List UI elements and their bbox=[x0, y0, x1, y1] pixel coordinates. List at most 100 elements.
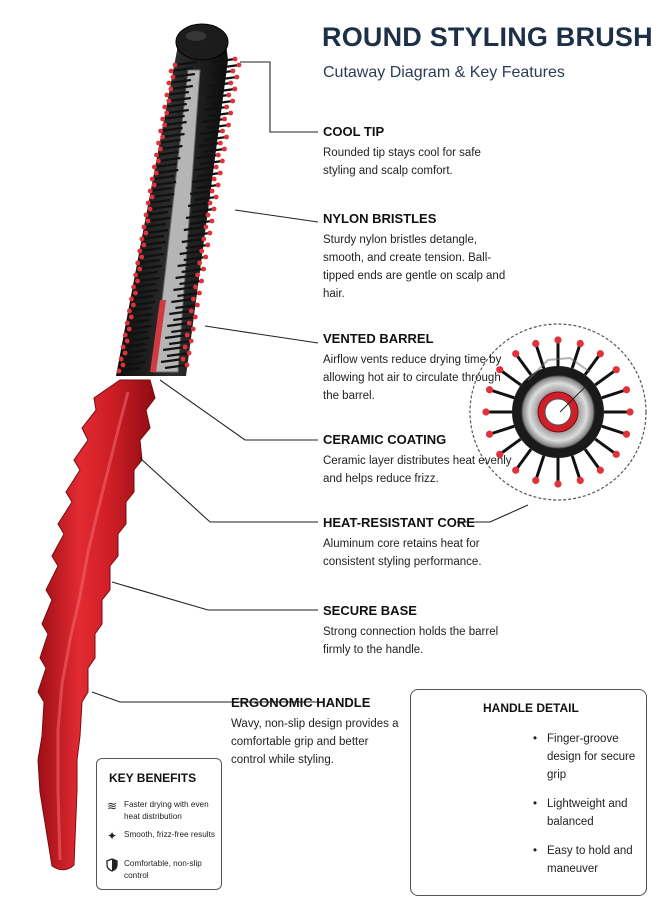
cross-section-detail bbox=[469, 323, 647, 501]
feature-nylon-bristles: NYLON BRISTLES Sturdy nylon bristles det… bbox=[323, 211, 513, 303]
bristle bbox=[204, 105, 227, 112]
bristle-tip bbox=[158, 146, 163, 152]
bristle-tip bbox=[217, 170, 223, 176]
bristle-tip bbox=[203, 254, 209, 260]
bristle bbox=[160, 357, 184, 364]
bristle-tip bbox=[120, 344, 126, 350]
bristle-tip bbox=[124, 320, 130, 326]
bristle-tip bbox=[126, 326, 132, 332]
bristle-tip bbox=[172, 62, 178, 68]
bristle bbox=[170, 66, 194, 73]
bristle bbox=[133, 282, 156, 289]
cross-section-bristle bbox=[594, 368, 618, 387]
bristle-tip bbox=[188, 338, 194, 344]
bristle bbox=[165, 333, 188, 340]
bristle-tip bbox=[232, 56, 238, 62]
bristle bbox=[125, 330, 148, 337]
bristle-tip bbox=[164, 110, 170, 116]
benefit-text: Comfortable, non-slip control bbox=[124, 859, 202, 880]
bristle bbox=[139, 246, 162, 253]
benefit-item: Comfortable, non-slip control bbox=[103, 858, 219, 882]
bristle bbox=[133, 300, 156, 307]
bristle-tip bbox=[122, 332, 128, 338]
bristle-tip bbox=[156, 140, 161, 146]
bristle-tip bbox=[186, 320, 192, 326]
cross-section-bristle-tip bbox=[482, 408, 490, 416]
cross-section-bristle bbox=[583, 448, 602, 472]
bristle-tip bbox=[131, 302, 136, 308]
bristle bbox=[137, 258, 160, 265]
bristle-tip bbox=[205, 212, 211, 218]
cross-section-bristle-tip bbox=[626, 408, 634, 416]
bristle-tip bbox=[158, 128, 164, 134]
cross-section-bristle-tip bbox=[554, 336, 562, 344]
bristle-tip bbox=[151, 164, 157, 170]
bristle bbox=[164, 363, 188, 370]
bristle bbox=[183, 225, 207, 232]
feature-heading: CERAMIC COATING bbox=[323, 432, 447, 447]
bristle-tip bbox=[222, 146, 227, 152]
bristle-tip bbox=[228, 110, 234, 116]
bristle bbox=[166, 108, 189, 115]
feature-description: Ceramic layer distributes heat evenly an… bbox=[323, 455, 512, 485]
bristle bbox=[196, 153, 219, 160]
bristle-tip bbox=[230, 68, 236, 74]
bristle bbox=[143, 240, 166, 247]
cross-section-bristle-tip bbox=[612, 450, 620, 458]
bristle bbox=[208, 111, 231, 118]
cross-section-bristle-tip bbox=[485, 386, 494, 394]
bristle-tip bbox=[224, 134, 229, 140]
bristle bbox=[129, 324, 152, 331]
bristle bbox=[200, 129, 223, 136]
bristle-tip bbox=[184, 362, 190, 368]
bristle bbox=[173, 285, 196, 292]
bristle bbox=[206, 123, 229, 130]
bristle-tip bbox=[224, 104, 230, 110]
benefit-text: Faster drying with even heat distributio… bbox=[124, 800, 209, 821]
bristle-tip bbox=[195, 272, 200, 278]
bristle-tip bbox=[228, 80, 234, 86]
bristle-tip bbox=[129, 296, 134, 302]
bristle-tip bbox=[186, 350, 192, 356]
bristle-tip bbox=[145, 218, 151, 224]
bristle-tip bbox=[139, 236, 145, 242]
cross-section-bristle-tip bbox=[622, 386, 631, 394]
bristle-tip bbox=[147, 188, 153, 194]
bristle bbox=[139, 264, 162, 271]
bristle bbox=[206, 93, 229, 100]
bristle-tip bbox=[166, 98, 172, 104]
bristle-tip bbox=[128, 314, 134, 320]
feature-heading: VENTED BARREL bbox=[323, 331, 434, 346]
bristle-tip bbox=[209, 218, 215, 224]
feature-heading: ERGONOMIC HANDLE bbox=[231, 695, 371, 710]
bristle bbox=[174, 60, 198, 67]
bristle-tip bbox=[213, 164, 219, 170]
cross-section-bristle-tip bbox=[485, 430, 494, 438]
bristle-tip bbox=[145, 200, 151, 206]
benefit-item: ≋ Faster drying with even heat distribut… bbox=[103, 799, 219, 823]
bristle-tip bbox=[154, 152, 159, 158]
cross-section-bristle-tip bbox=[596, 466, 604, 474]
bristle bbox=[135, 288, 158, 295]
bristle-tip bbox=[232, 86, 238, 92]
cross-section-bristle-tip bbox=[576, 339, 584, 348]
bristle bbox=[156, 168, 179, 175]
bristle bbox=[210, 99, 233, 106]
bristle-tip bbox=[234, 74, 240, 80]
bristle bbox=[166, 351, 190, 358]
bristle bbox=[212, 57, 236, 64]
bristle-tip bbox=[153, 170, 159, 176]
bristle bbox=[179, 249, 202, 256]
bristle bbox=[160, 144, 183, 151]
bristle bbox=[208, 81, 231, 88]
feature-ceramic-coating: CERAMIC COATING Ceramic layer distribute… bbox=[323, 432, 513, 488]
bristle bbox=[131, 294, 154, 301]
bristle bbox=[118, 366, 142, 373]
bristle-tip bbox=[197, 290, 202, 296]
bristle-tip bbox=[201, 236, 207, 242]
bristle bbox=[131, 312, 154, 319]
cross-section-bristle-tip bbox=[496, 450, 504, 458]
heat-waves-icon: ≋ bbox=[106, 799, 118, 813]
bristle bbox=[200, 159, 223, 166]
bristle-tip bbox=[116, 368, 122, 374]
